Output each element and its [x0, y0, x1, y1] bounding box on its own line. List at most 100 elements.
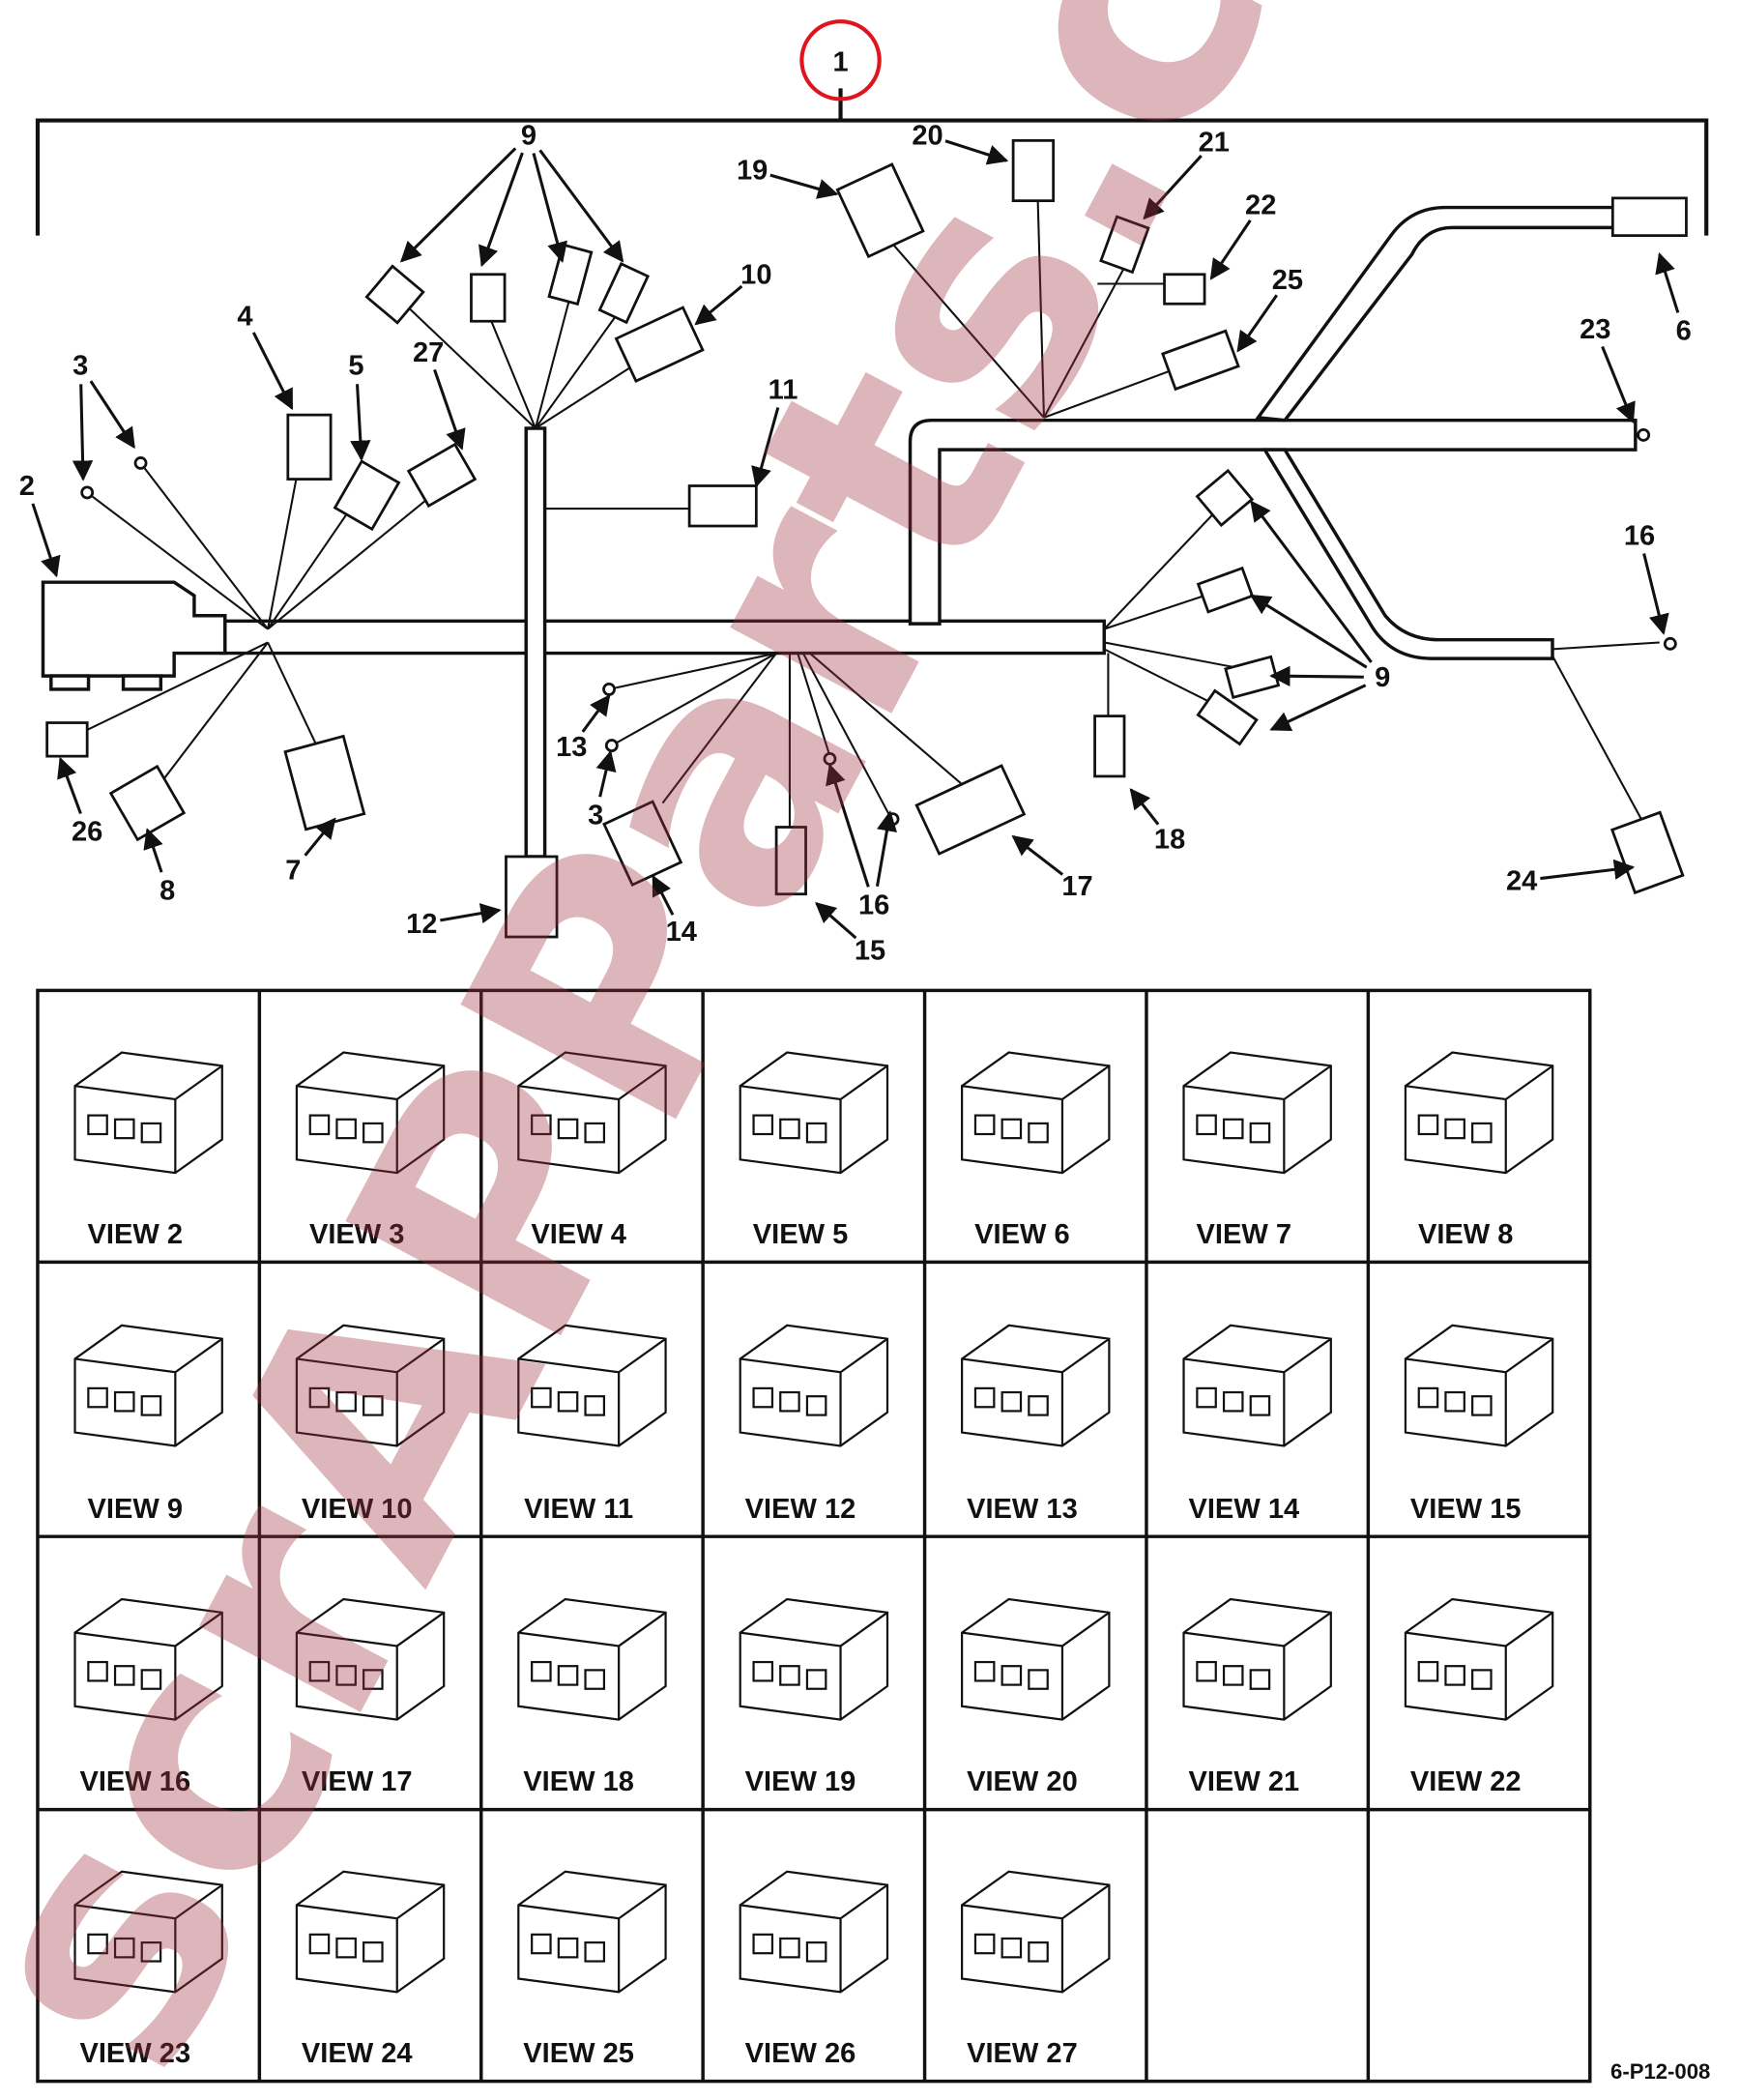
assembly-callout[interactable]: 1: [799, 19, 882, 102]
callout-arrow: [89, 380, 135, 450]
view-cell[interactable]: VIEW 3: [295, 1051, 446, 1250]
view-cell[interactable]: VIEW 2: [73, 1051, 223, 1250]
view-cell[interactable]: VIEW 25: [517, 1870, 667, 2069]
view-label: VIEW 13: [967, 1494, 1078, 1525]
highlight-circle: [799, 19, 882, 102]
callout[interactable]: 27: [413, 337, 466, 451]
view-cell[interactable]: VIEW 24: [295, 1870, 446, 2069]
callout[interactable]: 2: [19, 471, 61, 578]
view-cell[interactable]: VIEW 27: [961, 1870, 1111, 2069]
callout-arrow: [875, 810, 897, 887]
callout[interactable]: 26: [57, 756, 102, 847]
view-label: VIEW 8: [1418, 1219, 1514, 1250]
view-cell[interactable]: VIEW 6: [961, 1051, 1111, 1250]
view-cell[interactable]: VIEW 8: [1404, 1051, 1554, 1250]
callout-number: 19: [737, 155, 768, 186]
callout-arrow: [1249, 594, 1368, 669]
callout[interactable]: 14: [652, 874, 697, 948]
callout-number: 27: [413, 337, 444, 368]
callout-arrow: [1129, 788, 1160, 826]
view-cell[interactable]: VIEW 12: [739, 1324, 889, 1525]
view-cell[interactable]: VIEW 22: [1404, 1597, 1554, 1797]
callout-arrow: [440, 903, 502, 924]
callout[interactable]: 22: [1209, 190, 1276, 280]
callout[interactable]: 21: [1143, 127, 1230, 220]
view-cell[interactable]: VIEW 20: [961, 1597, 1111, 1797]
callout[interactable]: 16: [826, 763, 897, 921]
connector-illustration: [739, 1051, 889, 1175]
connector-illustration: [1182, 1597, 1332, 1721]
view-label: VIEW 7: [1197, 1219, 1292, 1250]
connector-illustration: [295, 1597, 446, 1721]
callout[interactable]: 9: [1249, 500, 1391, 731]
view-cell[interactable]: VIEW 11: [517, 1324, 667, 1525]
view-cell[interactable]: VIEW 16: [73, 1597, 223, 1797]
callout[interactable]: 17: [1011, 834, 1093, 902]
view-cell[interactable]: VIEW 9: [73, 1324, 223, 1525]
connector-illustration: [517, 1597, 667, 1721]
callout[interactable]: 11: [751, 375, 798, 488]
callout-arrow: [478, 152, 524, 268]
callout-number: 7: [285, 855, 301, 886]
view-label: VIEW 3: [309, 1219, 405, 1250]
callout-arrow: [1601, 345, 1636, 424]
callout-arrow: [350, 384, 371, 461]
view-cell[interactable]: VIEW 23: [73, 1870, 223, 2069]
callout[interactable]: 4: [237, 301, 294, 411]
view-cell[interactable]: VIEW 21: [1182, 1597, 1332, 1797]
view-cell[interactable]: VIEW 14: [1182, 1324, 1332, 1525]
callout[interactable]: 23: [1580, 314, 1636, 424]
callout-number: 15: [855, 936, 885, 967]
callout-arrow: [1250, 500, 1373, 663]
callout[interactable]: 10: [694, 259, 771, 326]
view-label: VIEW 20: [967, 1766, 1078, 1797]
callout[interactable]: 7: [285, 817, 336, 886]
callout-number: 18: [1154, 825, 1185, 856]
callout[interactable]: 5: [348, 351, 371, 461]
connector-illustration: [73, 1324, 223, 1447]
callout[interactable]: 19: [737, 155, 839, 199]
callout[interactable]: 25: [1236, 265, 1303, 353]
callout[interactable]: 24: [1506, 859, 1636, 897]
connector-illustration: [1182, 1324, 1332, 1447]
callout-arrow: [304, 817, 336, 857]
callout-arrow: [251, 332, 294, 411]
callout-number: 10: [740, 259, 771, 290]
view-cell[interactable]: VIEW 26: [739, 1870, 889, 2069]
callout-arrow: [72, 384, 94, 481]
callout-arrow: [769, 173, 839, 199]
callout-arrow: [1642, 553, 1669, 635]
callout[interactable]: 15: [815, 902, 886, 967]
connector-illustration: [295, 1324, 446, 1447]
callout-number: 23: [1580, 314, 1610, 345]
view-cell[interactable]: VIEW 18: [517, 1597, 667, 1797]
callout-arrow: [57, 756, 82, 815]
callout[interactable]: 20: [912, 121, 1009, 165]
view-cell[interactable]: VIEW 13: [961, 1324, 1111, 1525]
view-label: VIEW 19: [745, 1766, 856, 1797]
callout-number: 24: [1506, 866, 1537, 897]
callout[interactable]: 9: [399, 121, 624, 268]
assembly-bracket: [35, 88, 1709, 236]
view-cell[interactable]: VIEW 19: [739, 1597, 889, 1797]
view-cell[interactable]: VIEW 17: [295, 1597, 446, 1797]
views-grid: VIEW 2 VIEW 3 VIEW 4 VIEW 5 VIEW 6 VIEW 7 VIEW…: [36, 988, 1592, 2084]
view-cell[interactable]: VIEW 10: [295, 1324, 446, 1525]
view-cell[interactable]: VIEW 15: [1404, 1324, 1554, 1525]
callout[interactable]: 6: [1655, 251, 1692, 347]
callout[interactable]: 16: [1624, 520, 1669, 635]
view-cell[interactable]: VIEW 7: [1182, 1051, 1332, 1250]
view-cell[interactable]: VIEW 5: [739, 1051, 889, 1250]
callout[interactable]: 8: [143, 828, 175, 906]
view-label: VIEW 4: [531, 1219, 626, 1250]
callout[interactable]: 3: [588, 749, 617, 831]
view-label: VIEW 15: [1410, 1494, 1522, 1525]
callout[interactable]: 18: [1129, 788, 1185, 856]
callout[interactable]: 13: [556, 694, 611, 763]
view-label: VIEW 22: [1410, 1766, 1522, 1797]
callout[interactable]: 3: [72, 351, 135, 481]
connector-illustration: [961, 1597, 1111, 1721]
view-cell[interactable]: VIEW 4: [517, 1051, 667, 1250]
callout[interactable]: 12: [406, 903, 502, 940]
callout-arrow: [1269, 665, 1364, 686]
